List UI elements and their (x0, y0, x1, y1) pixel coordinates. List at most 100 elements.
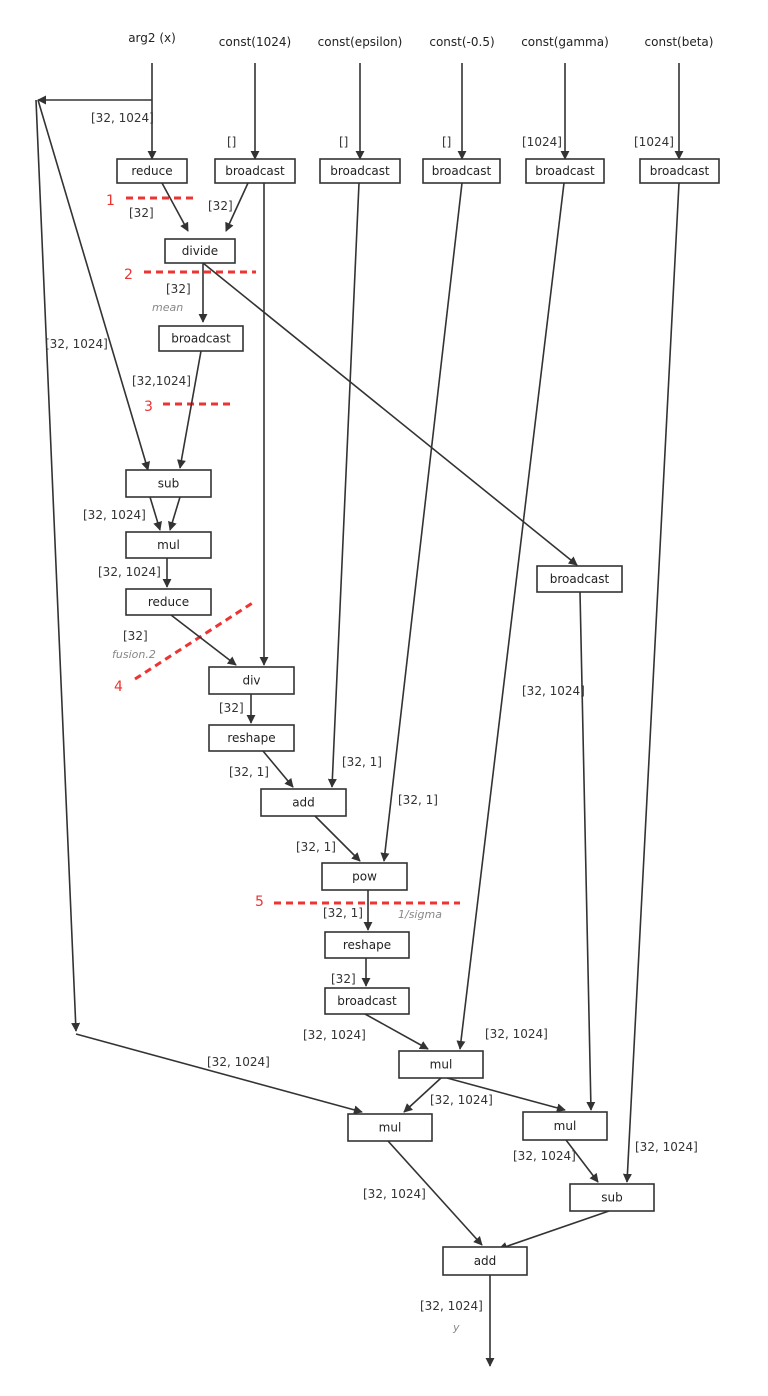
shape-label: [32] (331, 972, 356, 986)
edge-arrow (37, 99, 151, 471)
node-mul3[interactable]: mul (347, 1113, 433, 1142)
node-box (525, 158, 605, 184)
shape-label: [32, 1024] (303, 1028, 366, 1042)
node-label: mul (430, 1058, 453, 1072)
edge-arrow (177, 350, 202, 469)
node-box (324, 931, 410, 959)
node-label: reshape (227, 731, 275, 745)
node-pow[interactable]: pow (321, 862, 408, 891)
cut-line-number: 3 (144, 399, 153, 415)
node-bcbeta[interactable]: broadcast (639, 158, 720, 184)
edge-arrow (161, 182, 189, 232)
shape-label: [32, 1] (323, 906, 363, 920)
node-reduce2[interactable]: reduce (125, 588, 212, 616)
shape-label: [32,1024] (132, 374, 191, 388)
node-bcmean[interactable]: broadcast (158, 325, 244, 352)
node-bcm05[interactable]: broadcast (422, 158, 501, 184)
shape-label: [] (227, 135, 236, 149)
edge-arrow (327, 182, 360, 788)
input-label: const(gamma) (521, 35, 609, 49)
node-bc1024[interactable]: broadcast (214, 158, 296, 184)
edge-arrow (380, 182, 463, 862)
shape-label: [32, 1024] (430, 1093, 493, 1107)
shape-label: [] (442, 135, 451, 149)
input-label: const(epsilon) (318, 35, 403, 49)
input-in_beta: const(beta) (645, 35, 714, 49)
input-in_m05: const(-0.5) (429, 35, 494, 49)
shape-label: [32, 1024] (363, 1187, 426, 1201)
input-label: const(-0.5) (429, 35, 494, 49)
edge-arrow (262, 750, 294, 788)
node-label: mul (554, 1119, 577, 1133)
shape-label: [32, 1024] (513, 1149, 576, 1163)
node-divide[interactable]: divide (164, 238, 236, 264)
node-box (324, 987, 410, 1015)
node-div[interactable]: div (208, 666, 295, 695)
node-box (125, 469, 212, 498)
shape-label: [32] (219, 701, 244, 715)
edge-arrow (446, 1077, 566, 1113)
node-box (260, 788, 347, 817)
cut-line-number: 2 (124, 267, 133, 283)
shape-label: [32] (129, 206, 154, 220)
shape-label: [32, 1] (296, 840, 336, 854)
cut-line-number: 1 (106, 193, 115, 209)
edge-arrow (149, 496, 162, 531)
node-mul1[interactable]: mul (125, 531, 212, 559)
edge-arrow (75, 1033, 363, 1115)
shape-label: [32, 1024] (635, 1140, 698, 1154)
edge-arrow (403, 1077, 442, 1113)
node-label: reduce (131, 164, 172, 178)
node-box (347, 1113, 433, 1142)
input-label: const(1024) (219, 35, 291, 49)
node-label: broadcast (337, 994, 397, 1008)
annotation-sigma: 1/sigma (398, 908, 442, 921)
node-label: broadcast (225, 164, 285, 178)
node-label: mul (379, 1121, 402, 1135)
node-label: broadcast (330, 164, 390, 178)
node-reshape1[interactable]: reshape (208, 724, 295, 752)
node-label: sub (158, 477, 179, 491)
shape-label: [32, 1024] (485, 1027, 548, 1041)
node-reduce1[interactable]: reduce (116, 158, 188, 184)
input-in_eps: const(epsilon) (318, 35, 403, 49)
node-label: div (242, 674, 260, 688)
node-add1[interactable]: add (260, 788, 347, 817)
node-reshape2[interactable]: reshape (324, 931, 410, 959)
shape-label: [32, 1024] (420, 1299, 483, 1313)
shape-label: [1024] (522, 135, 562, 149)
node-box (164, 238, 236, 264)
node-label: reshape (343, 938, 391, 952)
node-bcright[interactable]: broadcast (536, 565, 623, 593)
node-label: broadcast (171, 332, 231, 346)
node-bcgamma[interactable]: broadcast (525, 158, 605, 184)
node-sub1[interactable]: sub (125, 469, 212, 498)
node-box (321, 862, 408, 891)
node-label: broadcast (550, 572, 610, 586)
node-label: reduce (148, 595, 189, 609)
node-sub2[interactable]: sub (569, 1183, 655, 1212)
node-box (125, 588, 212, 616)
shape-label: [1024] (634, 135, 674, 149)
input-in_c1024: const(1024) (219, 35, 291, 49)
node-label: broadcast (650, 164, 710, 178)
node-mul4[interactable]: mul (522, 1111, 608, 1141)
node-box (442, 1246, 528, 1276)
input-label: const(beta) (645, 35, 714, 49)
node-box (158, 325, 244, 352)
edge-arrow (225, 182, 249, 232)
node-label: mul (157, 538, 180, 552)
node-box (125, 531, 212, 559)
node-box (214, 158, 296, 184)
shape-label: [32] (123, 629, 148, 643)
shape-label: [32] (166, 282, 191, 296)
node-mul2[interactable]: mul (398, 1050, 484, 1079)
node-add2[interactable]: add (442, 1246, 528, 1276)
node-label: broadcast (535, 164, 595, 178)
input-in_gamma: const(gamma) (521, 35, 609, 49)
shape-label: [32, 1] (229, 765, 269, 779)
node-bceps[interactable]: broadcast (319, 158, 401, 184)
node-bc2[interactable]: broadcast (324, 987, 410, 1015)
shape-label: [32, 1024] (83, 508, 146, 522)
